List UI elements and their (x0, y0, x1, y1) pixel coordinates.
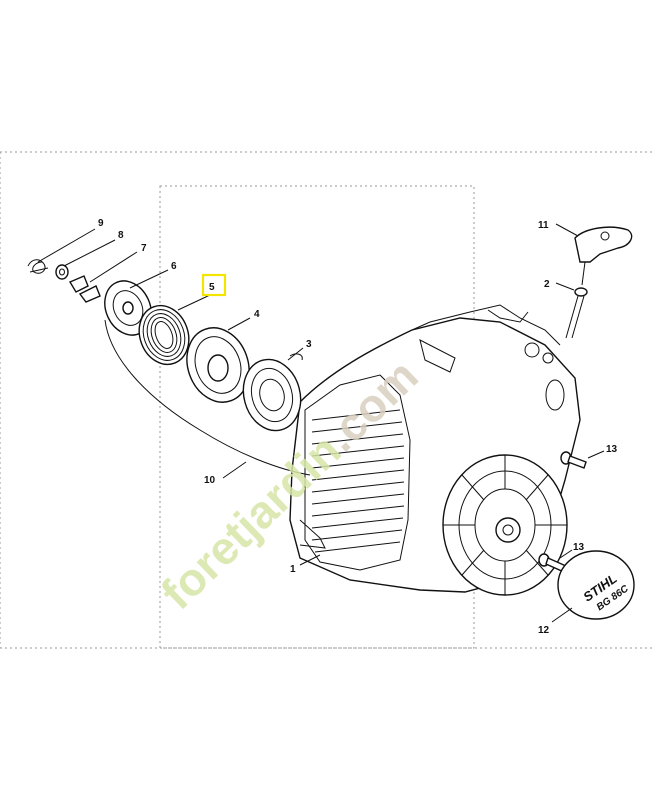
logo-badge-part-12: STIHL BG 86C (557, 550, 635, 620)
callout-5: 5 (209, 282, 215, 293)
callout-9: 9 (98, 218, 104, 229)
callout-6: 6 (171, 261, 177, 272)
vent-grille (304, 374, 411, 571)
starter-cup-part-3 (242, 353, 303, 432)
callout-12: 12 (538, 625, 550, 636)
callout-11: 11 (538, 220, 549, 231)
callout-3: 3 (306, 339, 312, 350)
callout-13-lower: 13 (573, 542, 585, 553)
rope-part-2 (565, 287, 588, 339)
pawl-part-7 (68, 275, 101, 303)
callout-4: 4 (254, 309, 260, 320)
leader-lines (37, 223, 605, 623)
starter-handle-part-11 (574, 226, 633, 286)
screw-part-13-upper (560, 451, 587, 469)
fan-guard (442, 454, 568, 596)
callout-7: 7 (141, 243, 147, 254)
callout-13-upper: 13 (606, 444, 618, 455)
callout-10: 10 (204, 475, 216, 486)
starter-cover-part-10 (104, 319, 311, 476)
callout-1: 1 (290, 564, 296, 575)
pulley-part-4 (186, 327, 250, 403)
callout-2: 2 (544, 279, 550, 290)
rewind-spring-part-5 (138, 304, 190, 366)
fan-housing-part-1 (289, 304, 581, 596)
callout-8: 8 (118, 230, 124, 241)
spring-clip-part-9 (27, 259, 49, 274)
washer-part-8 (55, 264, 69, 280)
callout-5-highlight (201, 273, 227, 297)
callout-labels: 9 8 7 6 5 4 3 10 1 11 2 13 13 12 (98, 218, 618, 636)
